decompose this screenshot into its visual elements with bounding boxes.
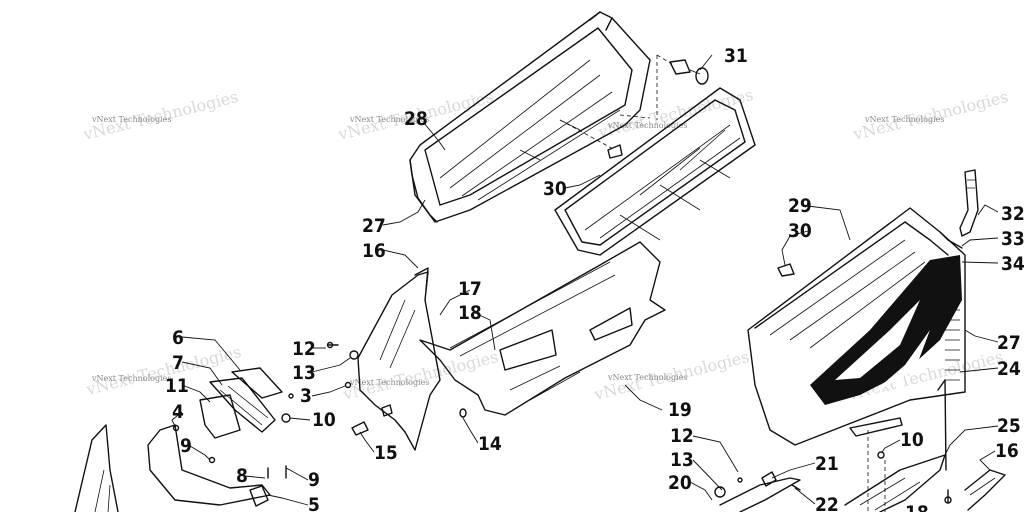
watermark: vNext Technologies	[349, 378, 429, 387]
callout-18: 18	[458, 302, 482, 324]
assembly-line	[559, 119, 616, 151]
callout-4: 4	[172, 401, 184, 423]
watermark-ghost: vNext Technologies	[595, 85, 755, 142]
watermark: vNext Technologies	[607, 121, 687, 130]
callout-33: 33	[1001, 228, 1024, 250]
strap-detail	[967, 179, 975, 189]
callout-15: 15	[374, 442, 398, 464]
callout-30: 30	[788, 220, 812, 242]
callout-32: 32	[1001, 203, 1024, 225]
decal-graphic	[810, 255, 962, 405]
part-left-side-panel	[357, 267, 441, 451]
callout-10: 10	[900, 429, 924, 451]
callout-12: 12	[670, 425, 694, 447]
callout-20: 20	[668, 472, 692, 494]
callout-3: 3	[300, 385, 312, 407]
callout-6: 6	[172, 327, 184, 349]
part-upper-panel	[409, 11, 651, 223]
leader-lines	[171, 54, 999, 506]
callout-13: 13	[292, 362, 316, 384]
callout-9: 9	[308, 469, 320, 491]
callout-8: 8	[236, 465, 248, 487]
callout-27: 27	[362, 215, 386, 237]
callout-10: 10	[312, 409, 336, 431]
part-belly-pan	[419, 241, 666, 416]
assembly-line	[619, 114, 651, 119]
callout-19: 19	[668, 399, 692, 421]
watermark-ghost: vNext Technologies	[83, 342, 243, 399]
watermark: vNext Technologies	[607, 373, 687, 382]
part-grille-panel	[554, 87, 756, 256]
callout-11: 11	[165, 375, 189, 397]
callout-9: 9	[180, 435, 192, 457]
callout-34: 34	[1001, 253, 1024, 275]
callout-5: 5	[308, 494, 320, 512]
part-lower-right	[714, 379, 1006, 513]
callout-labels: 31 28 30 27 29 30 32 33 34 16 17 18 27 2…	[165, 45, 1024, 516]
callout-16: 16	[362, 240, 386, 262]
callout-7: 7	[172, 352, 184, 374]
callout-16: 16	[995, 440, 1019, 462]
callout-25: 25	[997, 415, 1021, 437]
callout-30: 30	[543, 178, 567, 200]
watermark: vNext Technologies	[91, 115, 171, 124]
callout-14: 14	[478, 433, 502, 455]
callout-12: 12	[292, 338, 316, 360]
callout-28: 28	[404, 108, 428, 130]
callout-29: 29	[788, 195, 812, 217]
part-side-panel	[747, 207, 966, 446]
watermark: vNext Technologies	[864, 115, 944, 124]
callout-31: 31	[724, 45, 748, 67]
callout-24: 24	[997, 358, 1021, 380]
clip-30b	[777, 263, 795, 277]
callout-17: 17	[458, 278, 482, 300]
watermark-ghost: vNext Technologies	[340, 347, 500, 404]
strap-32	[959, 169, 979, 237]
watermark: vNext Technologies	[349, 115, 429, 124]
hardware-center	[326, 341, 467, 436]
callout-27: 27	[997, 332, 1021, 354]
clip-30	[607, 144, 623, 159]
callout-21: 21	[815, 453, 839, 475]
callout-18: 18	[905, 502, 929, 512]
callout-13: 13	[670, 449, 694, 471]
callout-22: 22	[815, 494, 839, 512]
watermark: vNext Technologies	[91, 374, 171, 383]
